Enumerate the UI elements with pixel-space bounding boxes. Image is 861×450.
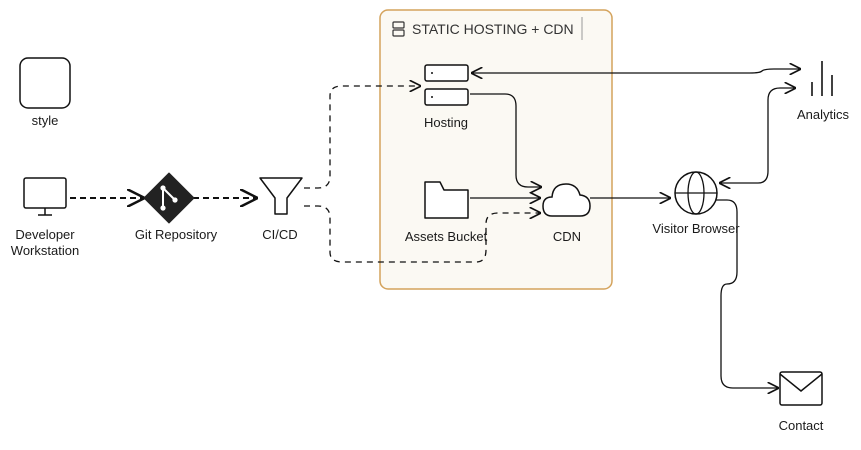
envelope-icon xyxy=(779,371,823,406)
analytics-label: Analytics xyxy=(797,107,850,122)
node-cdn[interactable]: CDN xyxy=(542,183,591,244)
group-title: STATIC HOSTING + CDN xyxy=(412,21,574,37)
contact-label: Contact xyxy=(779,418,824,433)
edge-hosting-analytics xyxy=(472,69,800,73)
server-stack-icon xyxy=(424,64,469,106)
node-git-repository[interactable]: Git Repository xyxy=(135,172,218,242)
edge-hosting-cdn xyxy=(470,93,541,187)
globe-icon xyxy=(674,171,718,215)
node-cicd[interactable]: CI/CD xyxy=(259,177,303,242)
cloud-icon xyxy=(542,183,591,217)
edge-cicd-hosting xyxy=(304,86,420,189)
bar-chart-icon xyxy=(811,61,833,96)
edge-browser-contact xyxy=(714,199,778,388)
developer-label-line2: Workstation xyxy=(11,243,79,258)
assets-label: Assets Bucket xyxy=(405,229,488,244)
git-diamond-icon xyxy=(143,172,195,224)
node-hosting[interactable]: Hosting xyxy=(424,64,469,130)
edge-browser-analytics xyxy=(720,88,795,183)
folder-icon xyxy=(424,181,469,219)
edge-cicd-cdn xyxy=(304,205,540,263)
cdn-label: CDN xyxy=(553,229,581,244)
hosting-label: Hosting xyxy=(424,115,468,130)
cicd-label: CI/CD xyxy=(262,227,297,242)
node-contact[interactable]: Contact xyxy=(779,371,824,433)
group-container xyxy=(379,9,613,290)
server-icon xyxy=(392,21,405,37)
funnel-icon xyxy=(259,177,303,215)
style-label: style xyxy=(32,113,59,128)
node-developer-workstation[interactable]: Developer Workstation xyxy=(11,177,79,258)
node-visitor-browser[interactable]: Visitor Browser xyxy=(652,171,740,236)
edges xyxy=(70,69,800,388)
developer-label-line1: Developer xyxy=(15,227,75,242)
git-label: Git Repository xyxy=(135,227,218,242)
browser-label: Visitor Browser xyxy=(652,221,740,236)
node-assets-bucket[interactable]: Assets Bucket xyxy=(405,181,488,244)
node-style[interactable]: style xyxy=(19,57,71,128)
node-analytics[interactable]: Analytics xyxy=(797,61,850,122)
static-hosting-group: STATIC HOSTING + CDN xyxy=(379,9,613,290)
rounded-square-icon xyxy=(19,57,71,109)
monitor-icon xyxy=(23,177,67,216)
